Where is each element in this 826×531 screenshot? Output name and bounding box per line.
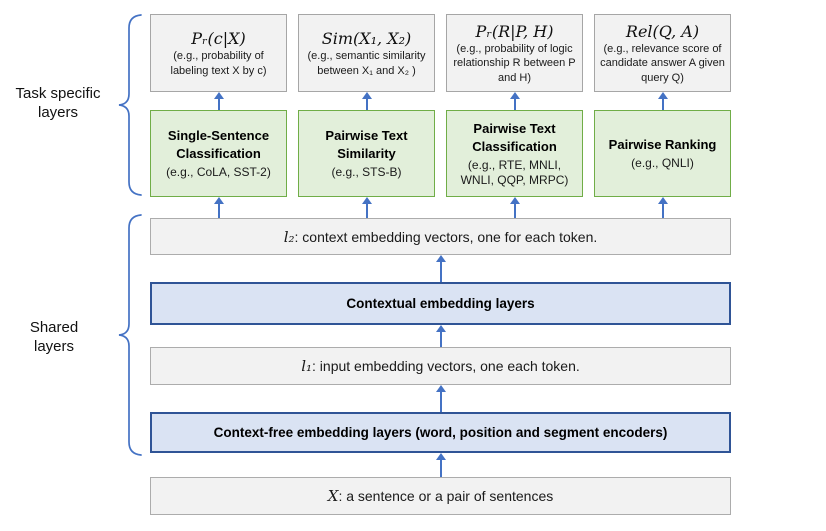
l2-context-embedding-bar: l₂: context embedding vectors, one for e… (150, 218, 731, 255)
output-description: (e.g., relevance score of candidate answ… (600, 42, 725, 84)
up-arrow-icon (435, 325, 446, 347)
input-sentence-bar: X: a sentence or a pair of sentences (150, 477, 731, 515)
task-example: (e.g., CoLA, SST-2) (166, 165, 271, 179)
arrow-contextfree-to-l1 (150, 385, 731, 412)
arrows-task-to-output (150, 92, 731, 110)
up-arrow-icon (213, 197, 224, 218)
up-arrow-icon (509, 92, 520, 110)
task-example: (e.g., QNLI) (631, 156, 694, 170)
output-formula: Rel(Q, A) (625, 21, 700, 41)
task-specific-layers-label: Task specific layers (15, 85, 101, 121)
l2-text: : context embedding vectors, one for eac… (294, 228, 598, 245)
l2-symbol: l₂ (283, 227, 295, 246)
output-box-similarity: Sim(X₁, X₂) (e.g., semantic similarity b… (298, 14, 435, 92)
output-box-ranking: Rel(Q, A) (e.g., relevance score of cand… (594, 14, 731, 92)
output-description: (e.g., probability of logic relationship… (453, 42, 576, 84)
up-arrow-icon (435, 385, 446, 412)
x-symbol: X (327, 487, 339, 505)
up-arrow-icon (657, 197, 668, 218)
task-title: Single-Sentence Classification (167, 128, 270, 161)
task-title: Pairwise Text Classification (472, 120, 557, 154)
x-text: : a sentence or a pair of sentences (338, 488, 554, 504)
arrows-l2-to-tasks (150, 197, 731, 218)
task-box-single-sentence-classification: Single-Sentence Classification (e.g., Co… (150, 110, 287, 197)
up-arrow-icon (213, 92, 224, 110)
task-title: Pairwise Ranking (608, 137, 717, 152)
arrow-contextual-to-l2 (150, 255, 731, 282)
l1-input-embedding-bar: l₁: input embedding vectors, one each to… (150, 347, 731, 385)
up-arrow-icon (361, 92, 372, 110)
output-formula: Pᵣ(c|X) (191, 29, 246, 48)
output-description: (e.g., probability of labeling text X by… (170, 50, 267, 77)
task-title: Pairwise Text Similarity (325, 128, 408, 161)
up-arrow-icon (435, 255, 446, 282)
up-arrow-icon (361, 197, 372, 218)
output-formula: Sim(X₁, X₂) (321, 29, 412, 48)
up-arrow-icon (657, 92, 668, 110)
l1-text: : input embedding vectors, one each toke… (312, 358, 580, 374)
contextual-embedding-layers-bar: Contextual embedding layers (150, 282, 731, 325)
output-boxes-row: Pᵣ(c|X) (e.g., probability of labeling t… (150, 14, 731, 92)
output-box-pairwise-classification: Pᵣ(R|P, H) (e.g., probability of logic r… (446, 14, 583, 92)
output-box-classification: Pᵣ(c|X) (e.g., probability of labeling t… (150, 14, 287, 92)
l1-symbol: l₁ (301, 357, 313, 375)
arrow-input-to-contextfree (150, 453, 731, 477)
arrow-l1-to-contextual (150, 325, 731, 347)
task-example: (e.g., STS-B) (331, 165, 402, 179)
task-box-pairwise-text-similarity: Pairwise Text Similarity (e.g., STS-B) (298, 110, 435, 197)
output-formula: Pᵣ(R|P, H) (475, 21, 554, 41)
output-description: (e.g., semantic similarity between X₁ an… (307, 50, 426, 77)
task-box-pairwise-text-classification: Pairwise Text Classification (e.g., RTE,… (446, 110, 583, 197)
task-box-pairwise-ranking: Pairwise Ranking (e.g., QNLI) (594, 110, 731, 197)
shared-layers-label: Shared layers (29, 319, 79, 355)
contextual-embedding-label: Contextual embedding layers (346, 296, 535, 311)
shared-layers-brace (118, 214, 142, 456)
context-free-embedding-label: Context-free embedding layers (word, pos… (213, 425, 668, 440)
context-free-embedding-layers-bar: Context-free embedding layers (word, pos… (150, 412, 731, 453)
up-arrow-icon (509, 197, 520, 218)
task-boxes-row: Single-Sentence Classification (e.g., Co… (150, 110, 731, 197)
task-example: (e.g., RTE, MNLI, WNLI, QQP, MRPC) (460, 157, 569, 187)
up-arrow-icon (435, 453, 446, 477)
task-specific-brace (118, 14, 142, 196)
